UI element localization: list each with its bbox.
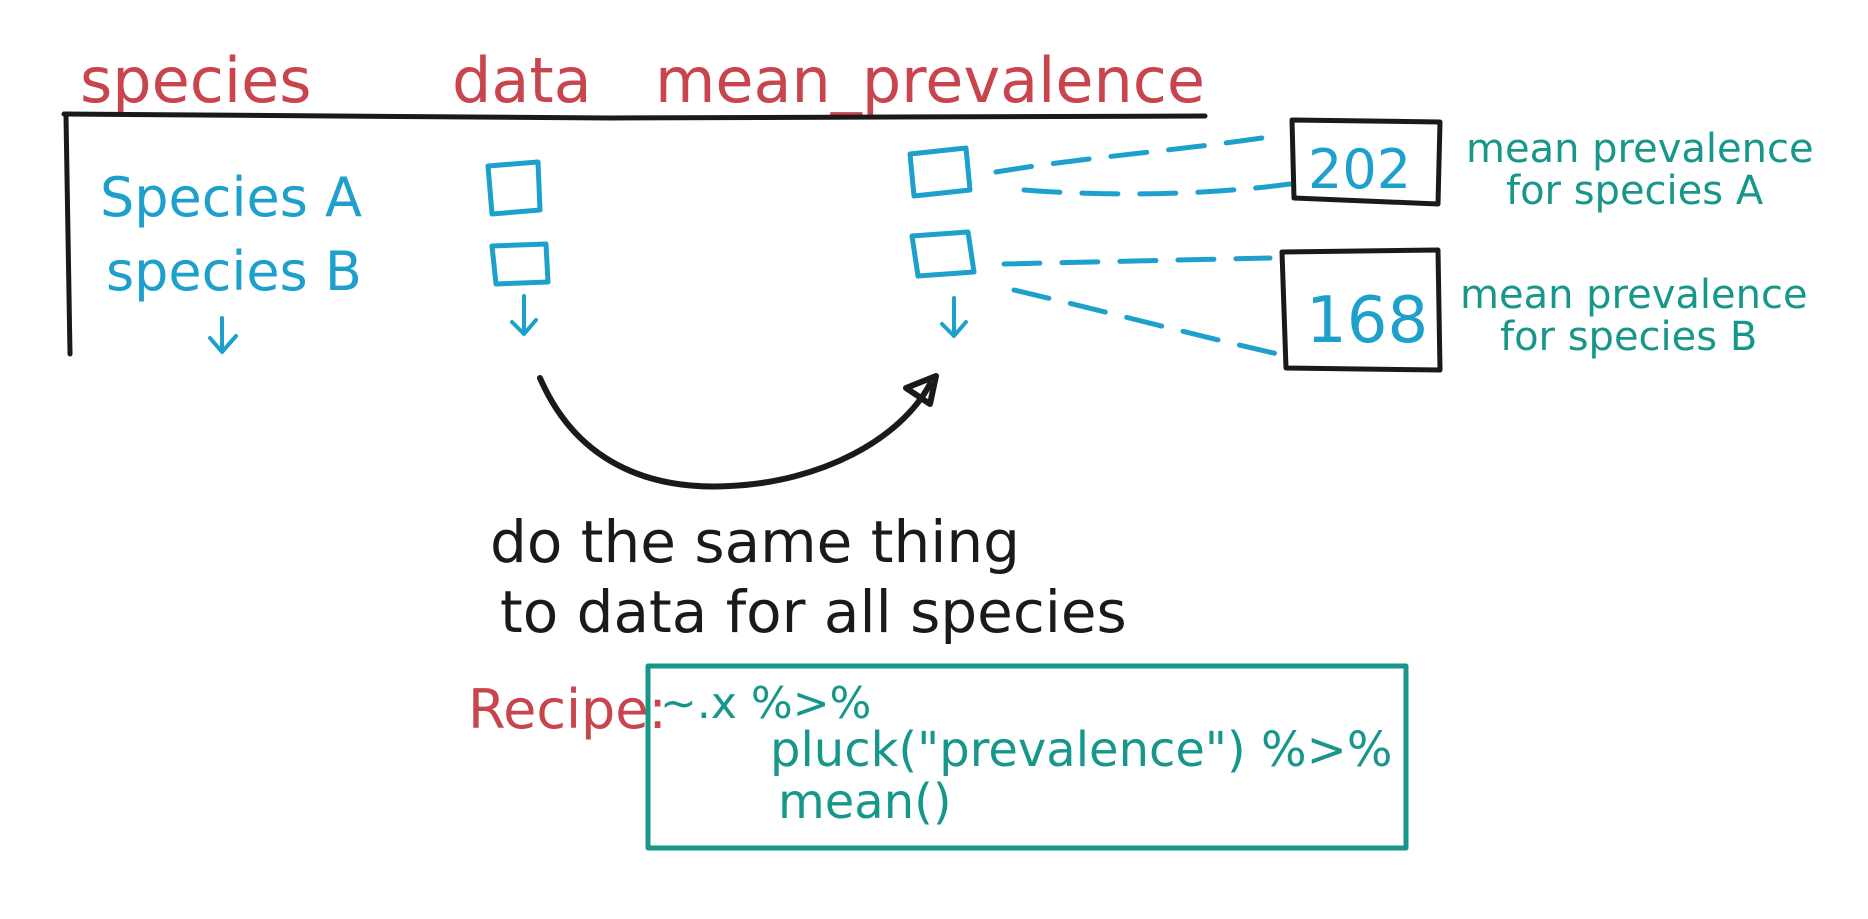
value-species-a: 202 — [1308, 138, 1411, 201]
connector-a-lower — [1021, 181, 1293, 197]
header-species: species — [80, 44, 312, 117]
mean-cell-species-b — [909, 229, 977, 279]
connector-a-upper — [993, 135, 1265, 175]
data-cell-species-b — [489, 241, 551, 287]
species-a-label: Species A — [100, 166, 362, 229]
species-b-label: species B — [106, 240, 362, 303]
header-mean-prevalence: mean_prevalence — [655, 44, 1205, 117]
map-curve-arrow — [537, 375, 933, 490]
recipe-line1: ~.x %>% — [660, 678, 871, 729]
value-box-species-b — [1279, 247, 1443, 373]
recipe-line3: mean() — [778, 774, 952, 830]
mean-cell-species-a — [907, 145, 973, 199]
recipe-box — [645, 663, 1409, 851]
data-cell-species-a — [485, 159, 543, 217]
table-left-border — [63, 113, 73, 357]
map-arrowhead-icon — [903, 373, 939, 407]
caption-a-line2: for species A — [1506, 168, 1764, 214]
connector-b-lower — [1011, 287, 1281, 357]
caption-b-line2: for species B — [1500, 314, 1757, 360]
note-line2: to data for all species — [500, 578, 1127, 646]
recipe-line2: pluck("prevalence") %>% — [770, 722, 1392, 778]
note-line1: do the same thing — [490, 508, 1020, 576]
caption-a-line1: mean prevalence — [1466, 126, 1814, 172]
connector-b-upper — [1001, 255, 1273, 267]
recipe-label: Recipe: — [468, 678, 667, 741]
species-continues-arrow-icon — [208, 316, 238, 354]
mean-continues-arrow-icon — [940, 296, 968, 338]
data-continues-arrow-icon — [510, 294, 538, 336]
value-species-b: 168 — [1306, 284, 1428, 358]
value-box-species-a — [1289, 117, 1443, 207]
caption-b-line1: mean prevalence — [1460, 272, 1808, 318]
table-header-rule — [61, 111, 1208, 121]
header-data: data — [452, 44, 592, 117]
